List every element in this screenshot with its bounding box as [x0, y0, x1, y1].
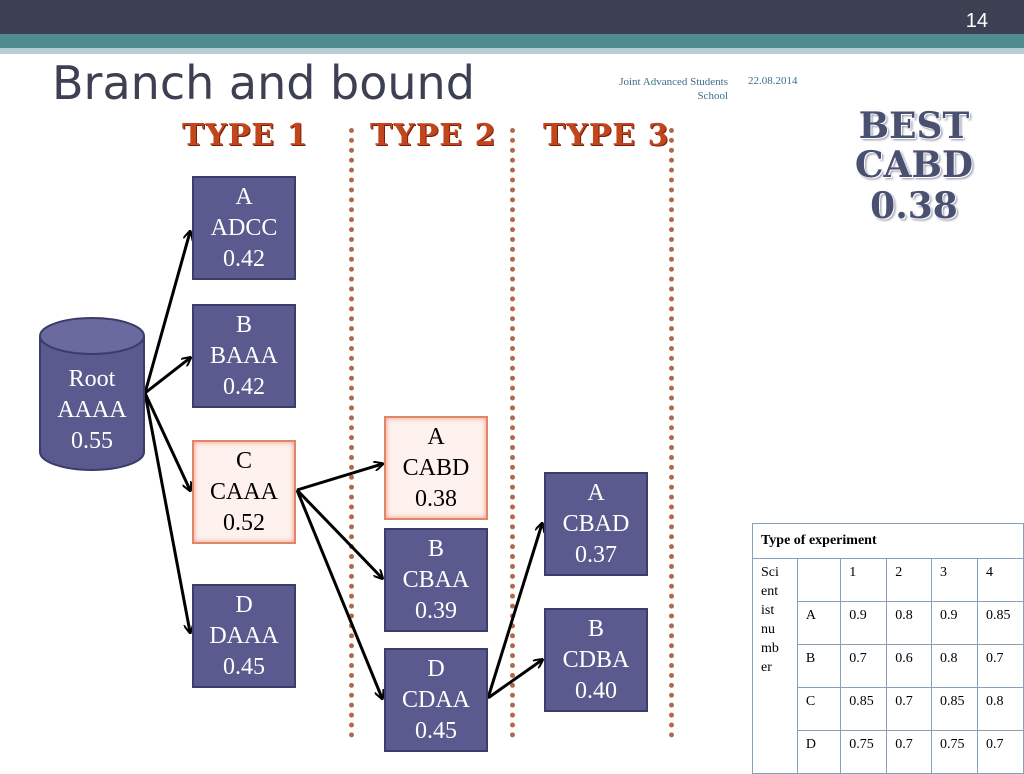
top-bar	[0, 0, 1024, 34]
node-a-type1: A ADCC 0.42	[192, 176, 296, 280]
row-group-label: Sci ent ist nu mb er	[752, 558, 798, 774]
node-a-type2: A CABD 0.38	[384, 416, 488, 520]
node-value: 0.40	[575, 677, 617, 704]
edge-root-a1	[143, 232, 190, 394]
edge-root-c1	[143, 392, 190, 490]
node-b-type2: B CBAA 0.39	[384, 528, 488, 632]
node-sequence: BAAA	[209, 342, 278, 369]
type-3-label: TYPE 3	[543, 118, 670, 153]
table-cell: 0.8	[886, 601, 932, 645]
table-corner	[796, 558, 842, 602]
divider-line	[349, 128, 354, 738]
node-label: C	[235, 447, 252, 474]
node-label: A	[427, 423, 445, 450]
node-b-type3: B CDBA 0.40	[544, 608, 648, 712]
table-cell: 0.7	[840, 644, 888, 688]
best-sequence: CABD	[854, 144, 974, 186]
node-value: 0.42	[223, 373, 265, 400]
type-1-label: TYPE 1	[182, 118, 309, 153]
footer-date: 22.08.2014	[748, 75, 798, 87]
node-label: B	[427, 535, 444, 562]
edge-c1-a2	[296, 464, 382, 492]
node-value: 0.45	[415, 717, 457, 744]
table-cell: 0.85	[976, 601, 1024, 645]
root-cylinder	[39, 317, 145, 471]
edge-c1-b2	[295, 488, 382, 578]
node-label: D	[235, 591, 253, 618]
node-c-type1: C CAAA 0.52	[192, 440, 296, 544]
column-header: 3	[930, 558, 978, 602]
node-sequence: CABD	[402, 454, 470, 481]
table-cell: 0.8	[976, 687, 1024, 731]
footer-school: Joint Advanced Students School	[619, 76, 728, 102]
table-cell: 0.85	[930, 687, 978, 731]
accent-stripe	[0, 34, 1024, 48]
table-cell: 0.6	[886, 644, 932, 688]
node-sequence: CBAD	[562, 510, 630, 537]
node-value: 0.37	[575, 541, 617, 568]
node-d-type1: D DAAA 0.45	[192, 584, 296, 688]
node-b-type1: B BAAA 0.42	[192, 304, 296, 408]
node-d-type2: D CDAA 0.45	[384, 648, 488, 752]
node-sequence: CBAA	[402, 566, 470, 593]
row-label: C	[796, 687, 842, 731]
edge-d2-b3	[487, 660, 542, 700]
table-cell: 0.7	[976, 730, 1024, 774]
node-label: B	[235, 311, 252, 338]
node-value: 0.52	[223, 509, 265, 536]
column-header: 4	[976, 558, 1024, 602]
root-label: Root	[68, 366, 116, 392]
edge-c1-d2	[295, 489, 382, 698]
node-value: 0.42	[223, 245, 265, 272]
edge-root-d1	[143, 392, 190, 632]
page-number: 14	[965, 10, 988, 32]
node-label: B	[587, 615, 604, 642]
best-value: 0.38	[870, 185, 958, 227]
type-2-label: TYPE 2	[370, 118, 497, 153]
column-header: 1	[840, 558, 888, 602]
root-sequence: AAAA	[57, 397, 127, 423]
divider-line	[510, 128, 515, 738]
table-cell: 0.7	[886, 730, 932, 774]
edge-root-b1	[144, 358, 190, 395]
table-cell: 0.7	[976, 644, 1024, 688]
row-label: D	[796, 730, 842, 774]
node-value: 0.38	[415, 485, 457, 512]
node-value: 0.39	[415, 597, 457, 624]
node-label: A	[587, 479, 605, 506]
node-sequence: CAAA	[209, 478, 278, 505]
table-cell: 0.9	[930, 601, 978, 645]
edge-d2-a3	[486, 524, 542, 699]
row-label: B	[796, 644, 842, 688]
experiment-table: Type of experiment Sci ent ist nu mb er …	[752, 523, 1024, 774]
table-row: A 0.9 0.8 0.9 0.85	[753, 601, 1024, 645]
root-value: 0.55	[71, 428, 113, 454]
table-cell: 0.9	[840, 601, 888, 645]
node-sequence: ADCC	[210, 214, 278, 241]
column-header: 2	[886, 558, 932, 602]
row-label: A	[796, 601, 842, 645]
table-header: Type of experiment	[752, 523, 1024, 559]
accent-stripe-light	[0, 48, 1024, 54]
node-value: 0.45	[223, 653, 265, 680]
table-row: B 0.7 0.6 0.8 0.7	[753, 644, 1024, 688]
divider-line	[669, 128, 674, 738]
table-cell: 0.85	[840, 687, 888, 731]
slide-title: Branch and bound	[52, 56, 475, 110]
root-node: Root AAAA 0.55	[40, 364, 144, 457]
table-cell: 0.7	[886, 687, 932, 731]
table-cell: 0.75	[840, 730, 888, 774]
node-sequence: DAAA	[209, 622, 279, 649]
node-label: D	[427, 655, 445, 682]
node-sequence: CDAA	[401, 686, 470, 713]
table-row: D 0.75 0.7 0.75 0.7	[753, 730, 1024, 774]
best-label: BEST	[858, 105, 970, 147]
table-cell: 0.75	[930, 730, 978, 774]
node-sequence: CDBA	[562, 646, 630, 673]
table-cell: 0.8	[930, 644, 978, 688]
node-a-type3: A CBAD 0.37	[544, 472, 648, 576]
node-label: A	[235, 183, 253, 210]
